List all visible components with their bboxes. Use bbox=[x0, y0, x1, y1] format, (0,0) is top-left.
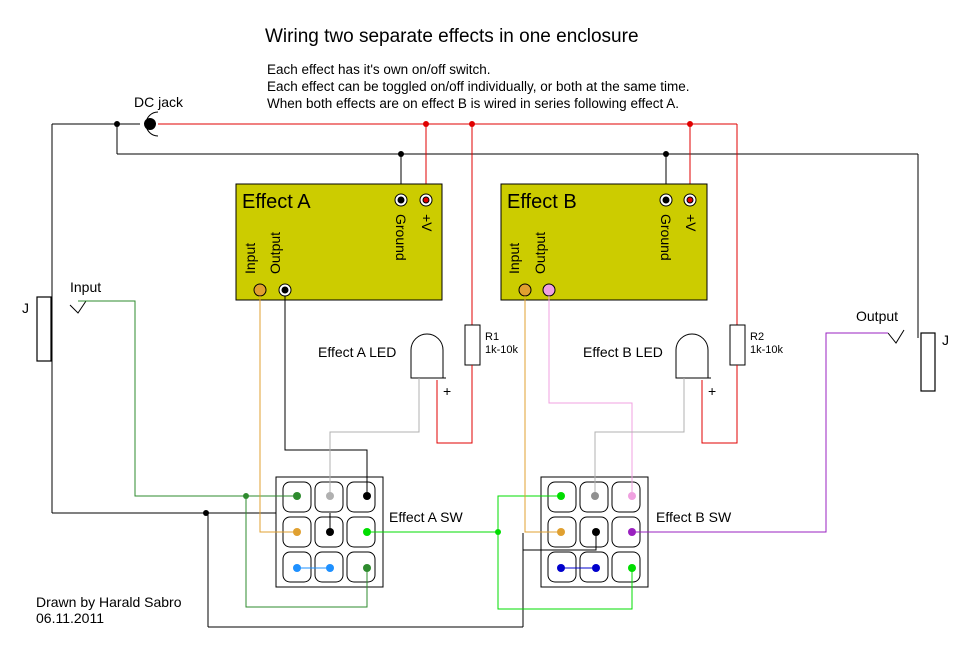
led-power-wires bbox=[436, 365, 738, 444]
dc-jack bbox=[144, 111, 159, 137]
junction-dot bbox=[423, 121, 429, 127]
junction-dot bbox=[495, 529, 501, 535]
signal-wires bbox=[78, 296, 888, 610]
effect-b-output-label: Output bbox=[532, 232, 548, 274]
junction-dot bbox=[687, 121, 693, 127]
effect-a-title: Effect A bbox=[242, 191, 311, 213]
junction-dot bbox=[203, 510, 209, 516]
effect-a-ground-label: Ground bbox=[393, 214, 409, 261]
effect-a-input-label: Input bbox=[242, 243, 258, 274]
effect-b-title: Effect B bbox=[507, 191, 577, 213]
effect-a-vplus-label: +V bbox=[419, 214, 435, 232]
output-jack-letter: J bbox=[942, 332, 949, 348]
note-line-2: Each effect can be toggled on/off indivi… bbox=[267, 79, 690, 94]
input-label: Input bbox=[70, 279, 101, 295]
ground-bus bbox=[51, 123, 919, 628]
resistor-r2 bbox=[729, 324, 746, 366]
r1-value: 1k-10k bbox=[485, 344, 519, 356]
junction-dot bbox=[114, 121, 120, 127]
input-tip-icon bbox=[69, 300, 87, 314]
credit-date: 06.11.2011 bbox=[36, 610, 104, 626]
diagram-title: Wiring two separate effects in one enclo… bbox=[265, 26, 639, 47]
credit-author: Drawn by Harald Sabro bbox=[36, 594, 182, 610]
effect-b-ground-label: Ground bbox=[658, 214, 674, 261]
effect-a-led-icon bbox=[410, 333, 446, 379]
note-line-1: Each effect has it's own on/off switch. bbox=[267, 62, 490, 77]
input-jack-letter: J bbox=[22, 300, 29, 316]
switch-a-lugs bbox=[293, 492, 371, 572]
note-line-3: When both effects are on effect B is wir… bbox=[267, 96, 679, 111]
junction-dot bbox=[398, 151, 404, 157]
junction-dot bbox=[469, 121, 475, 127]
r2-value: 1k-10k bbox=[750, 344, 784, 356]
resistor-r1 bbox=[464, 324, 481, 366]
effect-a-led-label: Effect A LED bbox=[318, 344, 396, 360]
effect-b-input-label: Input bbox=[506, 243, 522, 274]
effect-b-vplus-label: +V bbox=[683, 214, 699, 232]
effect-a-output-label: Output bbox=[267, 232, 283, 274]
effect-a-switch-label: Effect A SW bbox=[389, 509, 463, 525]
r1-name: R1 bbox=[485, 331, 499, 343]
effect-a-board bbox=[235, 183, 443, 301]
effect-b-board bbox=[500, 183, 708, 301]
junction-dot bbox=[663, 151, 669, 157]
switch-b-lugs bbox=[557, 492, 636, 572]
output-tip-icon bbox=[887, 329, 905, 344]
junction-dot bbox=[243, 493, 249, 499]
output-label: Output bbox=[856, 308, 898, 324]
effect-b-led-icon bbox=[675, 333, 711, 379]
effect-b-switch-label: Effect B SW bbox=[656, 509, 732, 525]
board-pads bbox=[253, 193, 697, 297]
dc-jack-label: DC jack bbox=[134, 94, 184, 110]
effect-b-led-plus: + bbox=[708, 383, 716, 399]
r2-name: R2 bbox=[750, 331, 764, 343]
output-jack-body bbox=[920, 332, 936, 392]
input-jack-body bbox=[36, 296, 52, 362]
effect-b-led-label: Effect B LED bbox=[583, 344, 663, 360]
effect-a-led-plus: + bbox=[443, 383, 451, 399]
